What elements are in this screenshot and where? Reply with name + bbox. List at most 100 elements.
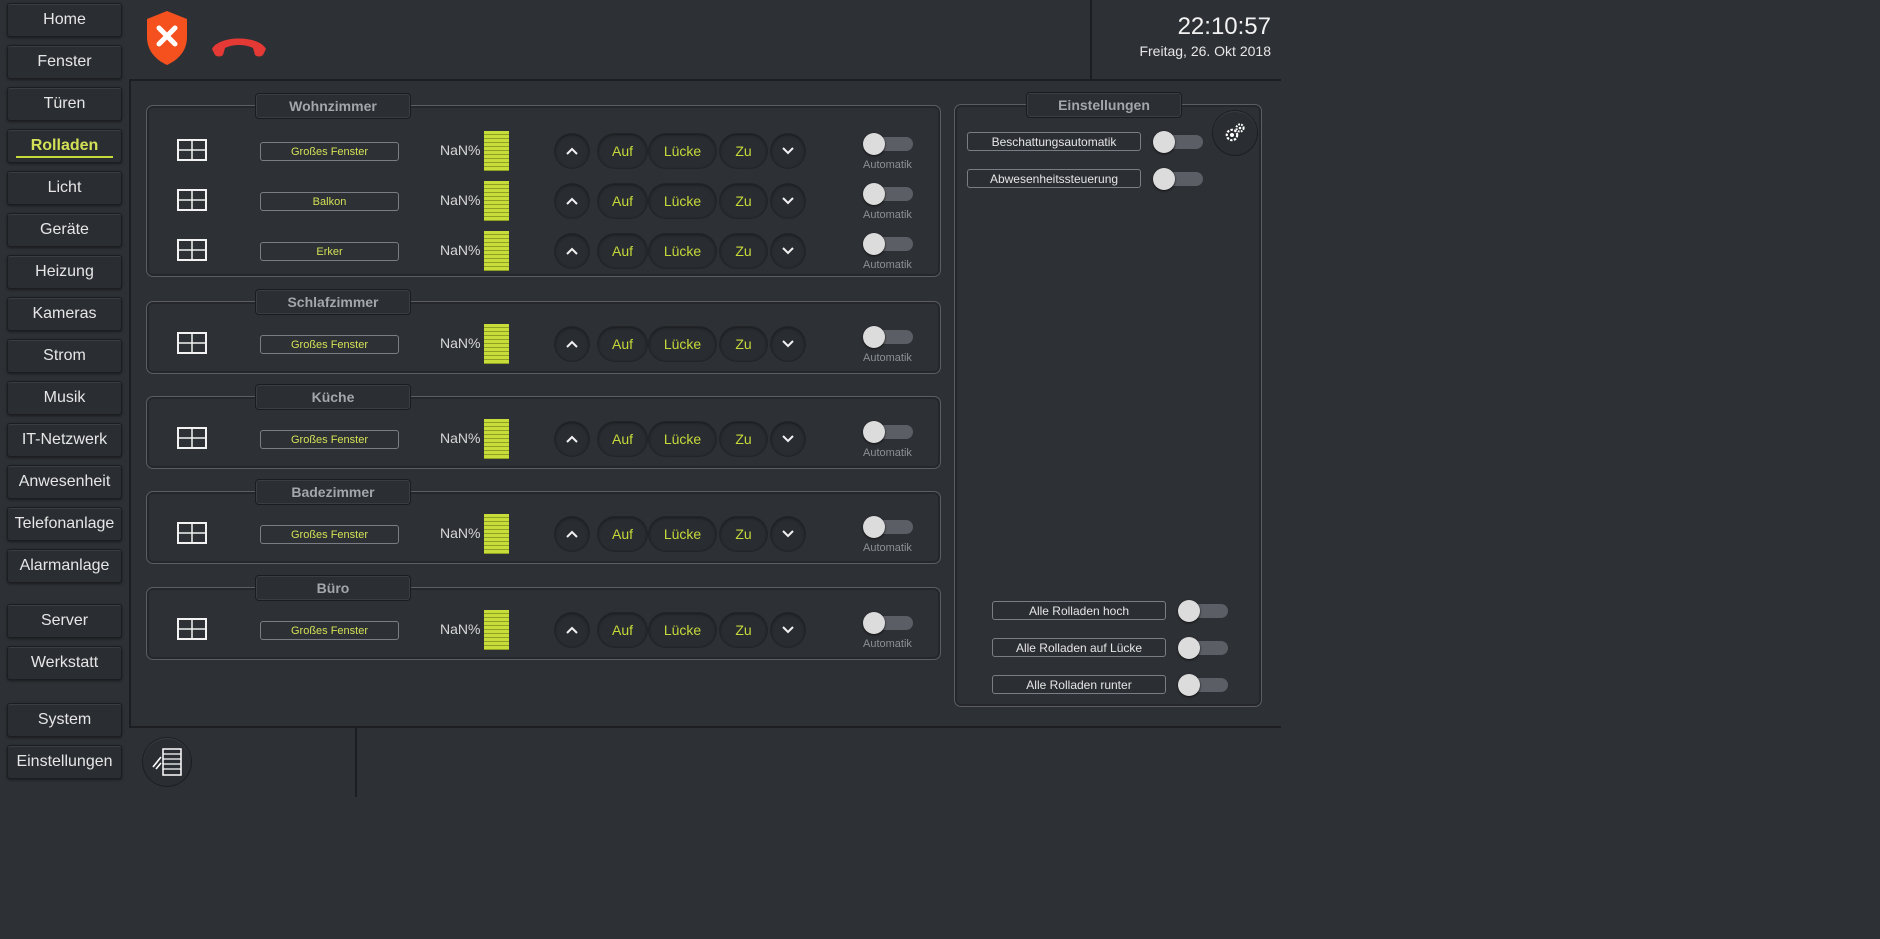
zu-button[interactable]: Zu xyxy=(720,613,767,647)
sidebar-item-rolladen[interactable]: Rolladen xyxy=(7,129,122,163)
chevron-up-icon[interactable] xyxy=(555,613,589,647)
shutter-level-bar xyxy=(484,181,509,221)
window-name: Großes Fenster xyxy=(260,621,399,640)
automatik-label: Automatik xyxy=(863,159,912,171)
chevron-down-icon[interactable] xyxy=(771,327,805,361)
global-shutter-toggle[interactable] xyxy=(1178,600,1228,622)
sidebar-item-werkstatt[interactable]: Werkstatt xyxy=(7,646,122,680)
chevron-down-icon[interactable] xyxy=(771,422,805,456)
chevron-up-icon[interactable] xyxy=(555,234,589,268)
sidebar-item-kameras[interactable]: Kameras xyxy=(7,297,122,331)
luecke-button[interactable]: Lücke xyxy=(649,517,716,551)
auf-button[interactable]: Auf xyxy=(598,134,647,168)
global-shutter-toggle[interactable] xyxy=(1178,674,1228,696)
luecke-button[interactable]: Lücke xyxy=(649,613,716,647)
shutter-level-bar xyxy=(484,514,509,554)
zu-button[interactable]: Zu xyxy=(720,327,767,361)
luecke-button[interactable]: Lücke xyxy=(649,134,716,168)
automatik-label: Automatik xyxy=(863,542,912,554)
automatik-toggle[interactable] xyxy=(863,516,913,538)
zu-button[interactable]: Zu xyxy=(720,517,767,551)
zu-button[interactable]: Zu xyxy=(720,234,767,268)
auf-button[interactable]: Auf xyxy=(598,422,647,456)
automatik-label: Automatik xyxy=(863,259,912,271)
window-icon xyxy=(177,239,207,261)
automatik-toggle[interactable] xyxy=(863,421,913,443)
sidebar-item-heizung[interactable]: Heizung xyxy=(7,255,122,289)
shutter-position: NaN% xyxy=(440,242,481,258)
sidebar-item-fenster[interactable]: Fenster xyxy=(7,45,122,79)
setting-toggle[interactable] xyxy=(1153,168,1203,190)
sidebar-item-server[interactable]: Server xyxy=(7,604,122,638)
window-name: Großes Fenster xyxy=(260,525,399,544)
chevron-down-icon[interactable] xyxy=(771,613,805,647)
luecke-button[interactable]: Lücke xyxy=(649,184,716,218)
shutter-position: NaN% xyxy=(440,621,481,637)
header-divider xyxy=(1090,0,1092,80)
footer-divider xyxy=(355,727,357,797)
automatik-toggle[interactable] xyxy=(863,183,913,205)
window-name: Großes Fenster xyxy=(260,430,399,449)
global-shutter-label: Alle Rolladen hoch xyxy=(992,601,1166,620)
gear-icon[interactable] xyxy=(1213,111,1257,155)
window-icon xyxy=(177,189,207,211)
sidebar-item-anwesenheit[interactable]: Anwesenheit xyxy=(7,465,122,499)
chevron-up-icon[interactable] xyxy=(555,422,589,456)
chevron-down-icon[interactable] xyxy=(771,184,805,218)
auf-button[interactable]: Auf xyxy=(598,613,647,647)
setting-toggle[interactable] xyxy=(1153,131,1203,153)
sidebar-item-alarmanlage[interactable]: Alarmanlage xyxy=(7,549,122,583)
automatik-toggle[interactable] xyxy=(863,612,913,634)
shutter-position: NaN% xyxy=(440,525,481,541)
shutter-control-icon[interactable] xyxy=(143,738,191,786)
automatik-toggle[interactable] xyxy=(863,326,913,348)
toggle-knob xyxy=(863,421,885,443)
sidebar-item-musik[interactable]: Musik xyxy=(7,381,122,415)
sidebar-item-strom[interactable]: Strom xyxy=(7,339,122,373)
shutter-level-bar xyxy=(484,610,509,650)
chevron-up-icon[interactable] xyxy=(555,184,589,218)
chevron-up-icon[interactable] xyxy=(555,134,589,168)
sidebar-item-türen[interactable]: Türen xyxy=(7,87,122,121)
luecke-button[interactable]: Lücke xyxy=(649,234,716,268)
auf-button[interactable]: Auf xyxy=(598,184,647,218)
sidebar-item-geräte[interactable]: Geräte xyxy=(7,213,122,247)
window-name: Balkon xyxy=(260,192,399,211)
automatik-toggle[interactable] xyxy=(863,133,913,155)
sidebar-item-it-netzwerk[interactable]: IT-Netzwerk xyxy=(7,423,122,457)
auf-button[interactable]: Auf xyxy=(598,517,647,551)
sidebar-item-licht[interactable]: Licht xyxy=(7,171,122,205)
auf-button[interactable]: Auf xyxy=(598,327,647,361)
sidebar-item-system[interactable]: System xyxy=(7,703,122,737)
chevron-up-icon[interactable] xyxy=(555,327,589,361)
zu-button[interactable]: Zu xyxy=(720,422,767,456)
auf-button[interactable]: Auf xyxy=(598,234,647,268)
toggle-knob xyxy=(863,326,885,348)
sidebar-item-home[interactable]: Home xyxy=(7,3,122,37)
zu-button[interactable]: Zu xyxy=(720,134,767,168)
chevron-down-icon[interactable] xyxy=(771,134,805,168)
sidebar-item-telefonanlage[interactable]: Telefonanlage xyxy=(7,507,122,541)
clock-time: 22:10:57 xyxy=(1177,13,1271,40)
shutter-level-bar xyxy=(484,231,509,271)
content-left-border xyxy=(129,79,131,728)
window-name: Großes Fenster xyxy=(260,142,399,161)
alarm-shield-icon[interactable] xyxy=(144,9,190,67)
toggle-knob xyxy=(1153,168,1175,190)
chevron-down-icon[interactable] xyxy=(771,517,805,551)
luecke-button[interactable]: Lücke xyxy=(649,327,716,361)
content-bottom-border xyxy=(130,726,1281,728)
phone-hangup-icon[interactable] xyxy=(209,31,269,61)
sidebar-item-einstellungen[interactable]: Einstellungen xyxy=(7,745,122,779)
chevron-down-icon[interactable] xyxy=(771,234,805,268)
luecke-button[interactable]: Lücke xyxy=(649,422,716,456)
settings-title: Einstellungen xyxy=(1026,92,1182,118)
setting-label: Beschattungsautomatik xyxy=(967,132,1141,151)
chevron-up-icon[interactable] xyxy=(555,517,589,551)
automatik-toggle[interactable] xyxy=(863,233,913,255)
zu-button[interactable]: Zu xyxy=(720,184,767,218)
global-shutter-toggle[interactable] xyxy=(1178,637,1228,659)
